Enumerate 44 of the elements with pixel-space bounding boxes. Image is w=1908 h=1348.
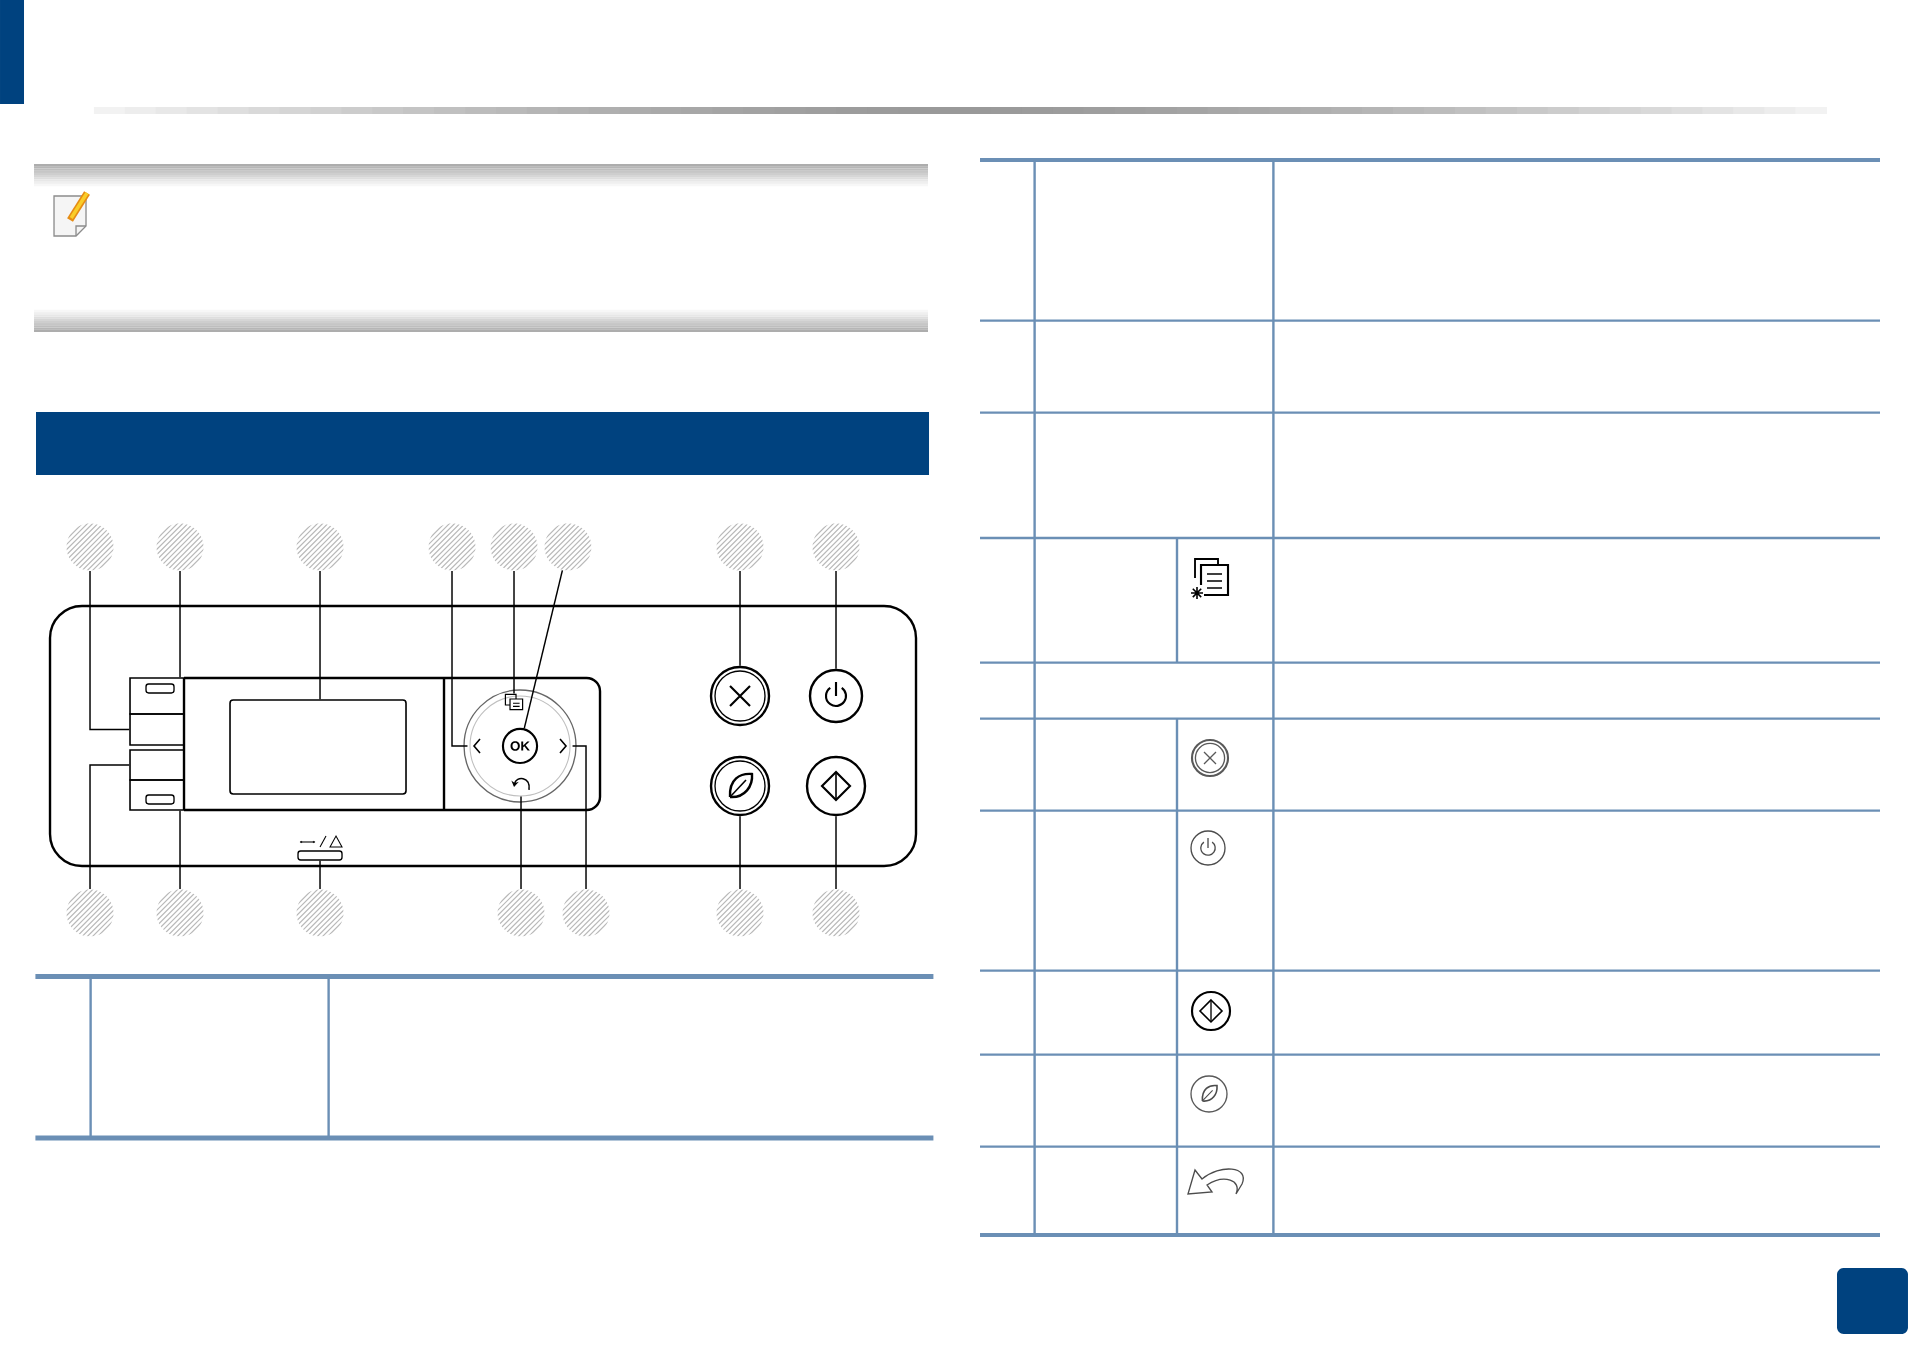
callout-circle bbox=[296, 889, 344, 937]
leader-line bbox=[739, 815, 741, 890]
panel-button bbox=[129, 779, 185, 811]
leader-line bbox=[571, 745, 587, 890]
callout-circle bbox=[812, 889, 860, 937]
leader-line bbox=[523, 569, 564, 730]
panel-button bbox=[129, 677, 185, 715]
leader-line bbox=[319, 859, 321, 890]
status-light bbox=[297, 850, 343, 861]
callout-circle bbox=[544, 523, 592, 571]
diamond-button bbox=[805, 755, 867, 817]
callout-circle bbox=[66, 889, 114, 937]
leader-line bbox=[89, 570, 130, 731]
back-arrow-icon bbox=[512, 777, 530, 791]
leader-line bbox=[179, 810, 181, 890]
callout-circle bbox=[812, 523, 860, 571]
leader-line bbox=[179, 570, 181, 678]
heading-bar bbox=[36, 412, 929, 475]
right-chevron-icon bbox=[559, 738, 568, 754]
callout-circle bbox=[562, 889, 610, 937]
leader-line bbox=[835, 570, 837, 670]
callout-circle bbox=[490, 523, 538, 571]
power-button bbox=[808, 668, 864, 724]
display-screen bbox=[229, 699, 407, 795]
panel-button bbox=[129, 713, 185, 746]
document-icon bbox=[504, 693, 524, 711]
callout-circle bbox=[66, 523, 114, 571]
callout-circle bbox=[156, 889, 204, 937]
leader-line bbox=[835, 815, 837, 890]
panel-button bbox=[129, 749, 185, 781]
leader-line bbox=[520, 795, 522, 890]
cancel-button bbox=[709, 665, 771, 727]
leader-line bbox=[739, 570, 741, 667]
callout-circle bbox=[716, 889, 764, 937]
leader-line bbox=[451, 570, 469, 747]
callout-circle bbox=[497, 889, 545, 937]
callout-circle bbox=[156, 523, 204, 571]
callout-circle bbox=[296, 523, 344, 571]
leader-line bbox=[513, 570, 515, 695]
left-chevron-icon bbox=[472, 738, 481, 754]
eco-button bbox=[709, 755, 771, 817]
leader-line bbox=[319, 570, 321, 700]
callout-circle bbox=[716, 523, 764, 571]
leader-line bbox=[89, 764, 130, 890]
